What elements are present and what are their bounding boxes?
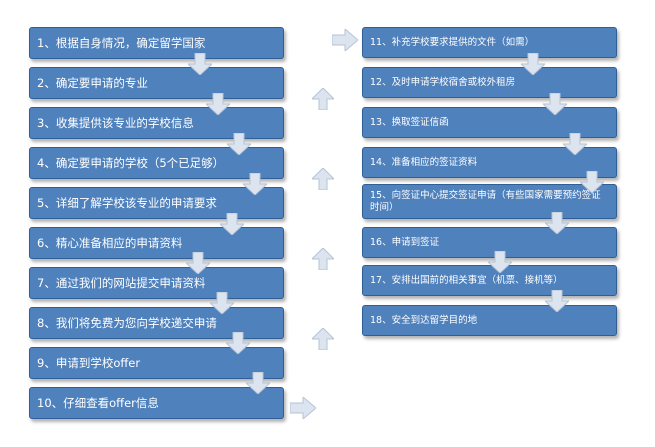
- down-arrow-icon: [186, 252, 210, 274]
- up-arrow-icon: [312, 328, 334, 350]
- step-2: 2、确定要申请的专业: [29, 67, 284, 99]
- down-arrow-icon: [488, 251, 512, 273]
- step-18-label: 18、安全到达留学目的地: [370, 314, 478, 326]
- step-16: 16、申请到签证: [362, 227, 617, 258]
- step-16-label: 16、申请到签证: [370, 236, 440, 248]
- step-15-label: 15、向签证中心提交签证申请（有些国家需要预约签证时间）: [370, 189, 601, 213]
- step-2-label: 2、确定要申请的专业: [37, 76, 148, 90]
- step-17-label: 17、安排出国前的相关事宜（机票、接机等）: [370, 274, 563, 286]
- down-arrow-icon: [220, 213, 244, 235]
- step-10: 10、仔细查看offer信息: [29, 387, 284, 419]
- down-arrow-icon: [545, 290, 569, 312]
- down-arrow-icon: [226, 332, 250, 354]
- step-14: 14、准备相应的签证资料: [362, 147, 617, 178]
- step-14-label: 14、准备相应的签证资料: [370, 156, 478, 168]
- step-5-label: 5、详细了解学校该专业的申请要求: [37, 196, 217, 210]
- step-17: 17、安排出国前的相关事宜（机票、接机等）: [362, 265, 617, 296]
- right-arrow-icon: [332, 29, 358, 51]
- down-arrow-icon: [227, 133, 251, 155]
- step-9-label: 9、申请到学校offer: [37, 356, 141, 370]
- step-5: 5、详细了解学校该专业的申请要求: [29, 187, 284, 219]
- down-arrow-icon: [545, 212, 569, 234]
- step-4-label: 4、确定要申请的学校（5个已足够）: [37, 156, 225, 170]
- step-12: 12、及时申请学校宿舍或校外租房: [362, 67, 617, 98]
- step-7-label: 7、通过我们的网站提交申请资料: [37, 276, 206, 290]
- down-arrow-icon: [246, 372, 270, 394]
- step-15: 15、向签证中心提交签证申请（有些国家需要预约签证时间）: [362, 184, 617, 219]
- step-8-label: 8、我们将免费为您向学校递交申请: [37, 316, 217, 330]
- up-arrow-icon: [312, 168, 334, 190]
- down-arrow-icon: [580, 171, 604, 193]
- up-arrow-icon: [312, 248, 334, 270]
- step-11: 11、补充学校要求提供的文件（如需）: [362, 27, 617, 58]
- step-11-label: 11、补充学校要求提供的文件（如需）: [370, 36, 535, 48]
- step-6-label: 6、精心准备相应的申请资料: [37, 236, 183, 250]
- step-10-label: 10、仔细查看offer信息: [37, 396, 159, 410]
- step-1: 1、根据自身情况，确定留学国家: [29, 27, 284, 59]
- up-arrow-icon: [312, 88, 334, 110]
- down-arrow-icon: [563, 133, 587, 155]
- step-3-label: 3、收集提供该专业的学校信息: [37, 116, 194, 130]
- step-9: 9、申请到学校offer: [29, 347, 284, 379]
- down-arrow-icon: [210, 292, 234, 314]
- step-12-label: 12、及时申请学校宿舍或校外租房: [370, 76, 516, 88]
- down-arrow-icon: [188, 53, 212, 75]
- step-7: 7、通过我们的网站提交申请资料: [29, 267, 284, 299]
- down-arrow-icon: [243, 173, 267, 195]
- down-arrow-icon: [543, 93, 567, 115]
- down-arrow-icon: [521, 53, 545, 75]
- step-18: 18、安全到达留学目的地: [362, 305, 617, 336]
- step-13-label: 13、换取签证信函: [370, 116, 449, 128]
- step-1-label: 1、根据自身情况，确定留学国家: [37, 36, 206, 50]
- step-6: 6、精心准备相应的申请资料: [29, 227, 284, 259]
- right-arrow-icon: [290, 397, 316, 419]
- down-arrow-icon: [206, 93, 230, 115]
